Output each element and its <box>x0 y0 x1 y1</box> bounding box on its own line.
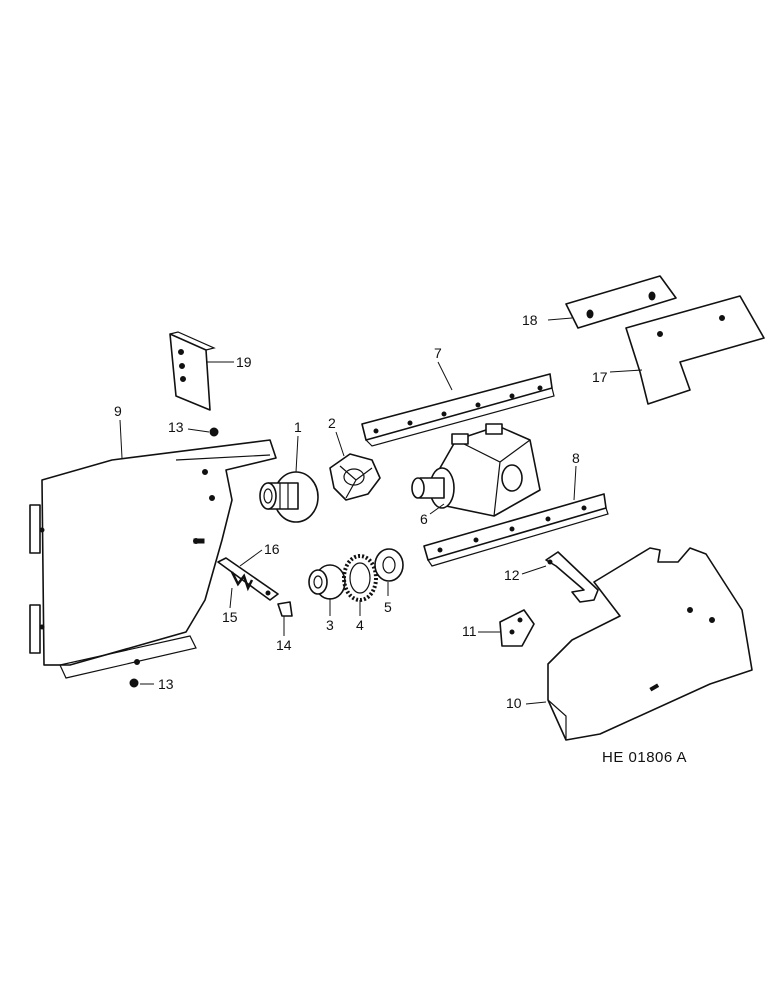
callout-16: 16 <box>264 541 280 557</box>
part-4-sprocket <box>342 554 378 602</box>
part-13-washer-top <box>209 427 219 437</box>
callout-17: 17 <box>592 369 608 385</box>
part-8-angle-strip <box>423 493 609 567</box>
part-1-sprocket-hub <box>259 471 319 523</box>
part-5-collar <box>374 548 404 582</box>
callout-14: 14 <box>276 637 292 653</box>
part-12-bracket <box>545 551 599 603</box>
callout-2: 2 <box>328 415 336 431</box>
part-2-coupler <box>329 453 381 501</box>
callout-12: 12 <box>504 567 520 583</box>
callout-5: 5 <box>384 599 392 615</box>
callout-15: 15 <box>222 609 238 625</box>
part-11-bracket <box>499 609 535 647</box>
leader-lines <box>119 317 643 705</box>
part-3-bushing <box>308 564 346 600</box>
part-6-gearbox <box>411 423 541 517</box>
callout-11: 11 <box>462 623 477 639</box>
callout-8: 8 <box>572 450 580 466</box>
part-18-plate <box>565 275 677 329</box>
part-17-cover-plate <box>625 295 765 405</box>
part-13-washer-bottom <box>129 678 139 688</box>
part-9-side-shield <box>29 439 277 679</box>
part-10-gearbox-shield <box>547 547 753 741</box>
callout-3: 3 <box>326 617 334 633</box>
part-7-angle-strip <box>361 373 555 447</box>
callout-7: 7 <box>434 345 442 361</box>
callout-1: 1 <box>294 419 302 435</box>
callout-19: 19 <box>236 354 252 370</box>
callout-9: 9 <box>114 403 122 419</box>
part-15-spring <box>230 571 254 592</box>
part-19-bracket <box>169 331 216 411</box>
callout-18: 18 <box>522 312 538 328</box>
callout-13-top: 13 <box>168 419 184 435</box>
callout-13-bottom: 13 <box>158 676 174 692</box>
callout-4: 4 <box>356 617 364 633</box>
part-16-tension-arm <box>217 557 279 601</box>
part-14-bolt <box>277 601 293 617</box>
drawing-code: HE 01806 A <box>602 749 687 766</box>
pin <box>193 538 205 544</box>
callout-10: 10 <box>506 695 522 711</box>
callout-6: 6 <box>420 511 428 527</box>
